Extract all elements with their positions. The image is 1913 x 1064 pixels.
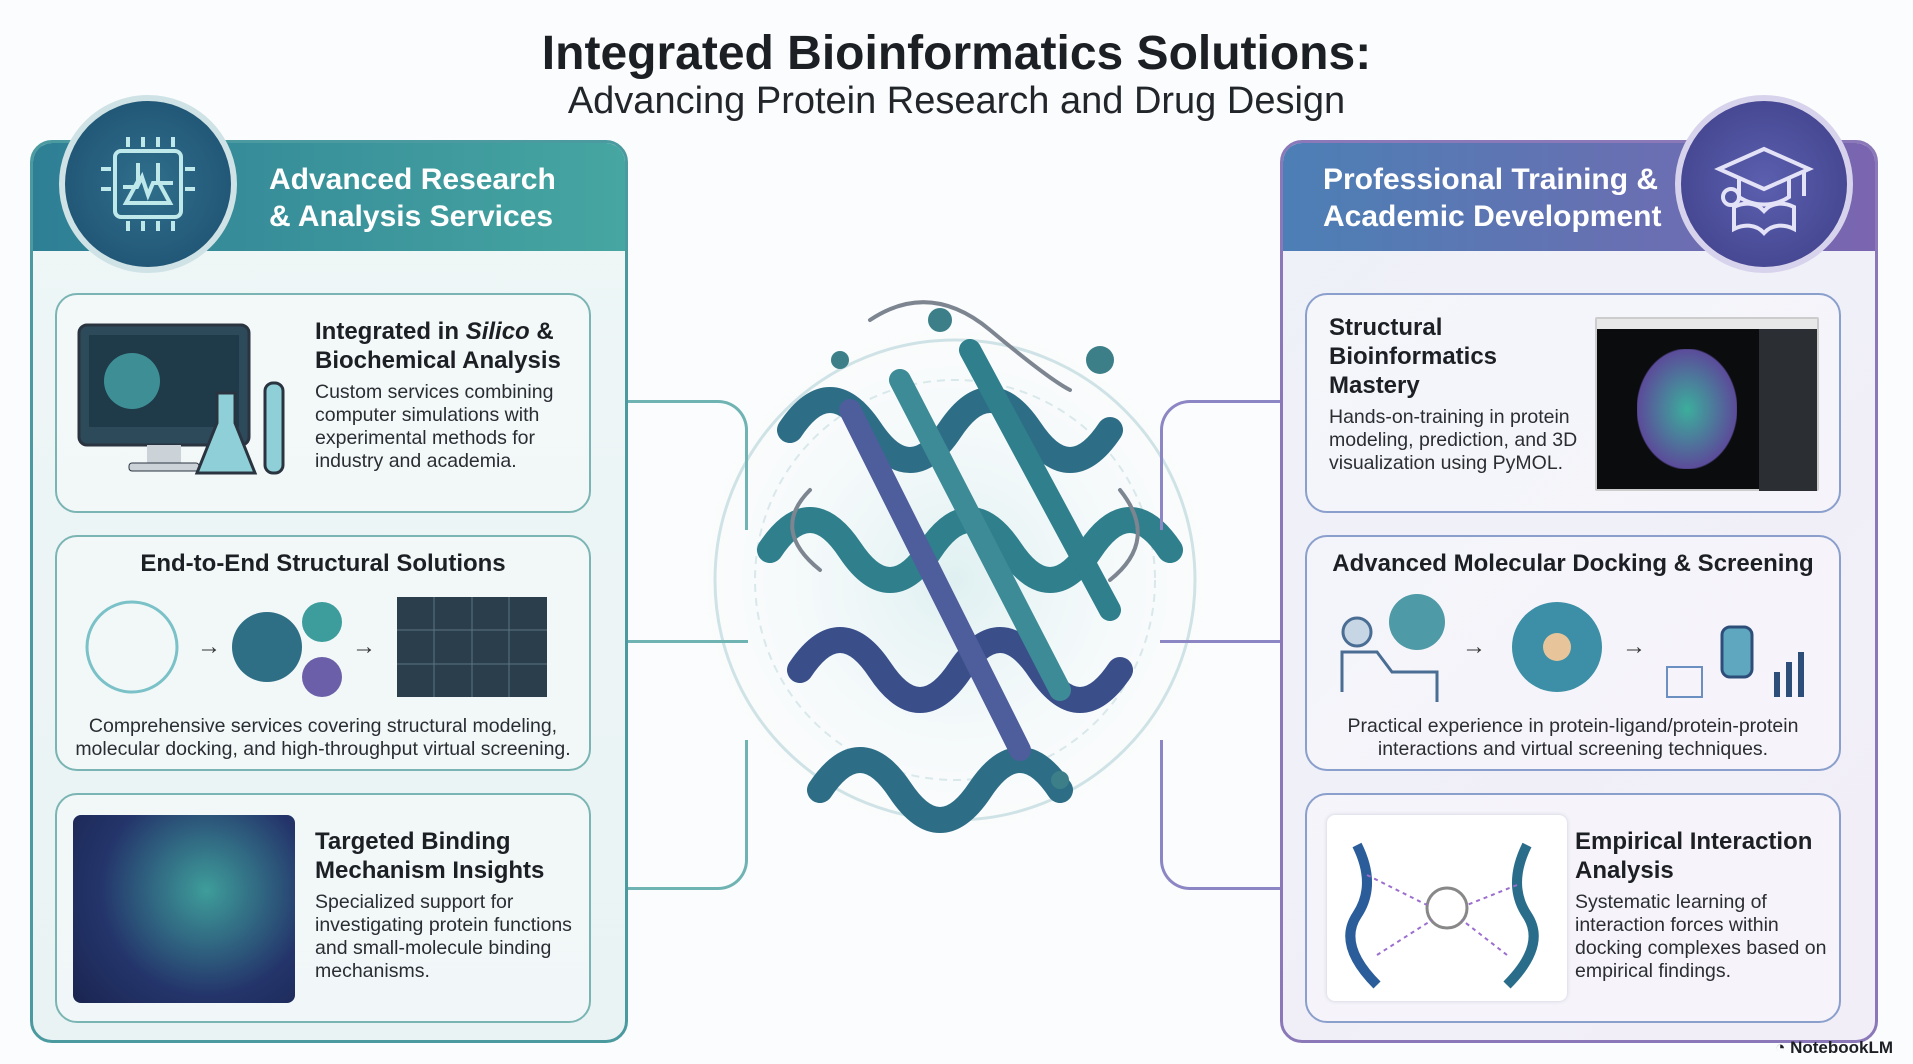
card-description: Comprehensive services covering structur… (75, 715, 571, 760)
computer-lab-icon (77, 323, 285, 475)
panel-header-line: Academic Development (1323, 200, 1662, 233)
card-title: Advanced Molecular Docking & Screening (1332, 550, 1814, 577)
card-title: Empirical Interaction Analysis (1575, 828, 1813, 884)
svg-text:→: → (352, 633, 376, 660)
training-panel: Professional Training & Academic Developm… (1280, 95, 1878, 1043)
card-description: Hands-on-training in protein modeling, p… (1329, 406, 1578, 474)
svg-text:→: → (197, 633, 221, 660)
card-molecular-docking: Advanced Molecular Docking & Screening →… (1305, 535, 1841, 771)
notebooklm-logo: ◔ NotebookLM (1775, 1038, 1893, 1057)
connector-line (628, 400, 748, 530)
interaction-diagram-image (1327, 815, 1567, 1001)
card-interaction-analysis: Empirical Interaction Analysis Systemati… (1305, 793, 1841, 1023)
research-services-panel: Advanced Research & Analysis Services Int… (30, 95, 628, 1043)
workflow-illustration: →→ (85, 597, 547, 697)
card-title: Structural Bioinformatics Mastery (1329, 314, 1498, 399)
card-description: Systematic learning of interaction force… (1575, 891, 1827, 982)
connector-line (628, 740, 748, 890)
card-structural-solutions: End-to-End Structural Solutions →→ Compr… (55, 535, 591, 771)
main-title: Integrated Bioinformatics Solutions: (541, 27, 1372, 80)
pymol-screenshot (1595, 317, 1819, 491)
connector-line (1160, 640, 1280, 740)
card-structural-bioinformatics: Structural Bioinformatics Mastery Hands-… (1305, 293, 1841, 513)
protein-structure-illustration (655, 280, 1255, 880)
svg-text:→: → (1462, 633, 1486, 660)
panel-header-line: Advanced Research (269, 163, 556, 196)
panel-header-line: Professional Training & (1323, 163, 1659, 196)
card-binding-mechanism: Targeted Binding Mechanism Insights Spec… (55, 793, 591, 1023)
card-in-silico-analysis: Integrated in Silico &Biochemical Analys… (55, 293, 591, 513)
connector-line (1160, 740, 1280, 890)
svg-text:→: → (1622, 633, 1646, 660)
subtitle: Advancing Protein Research and Drug Desi… (567, 80, 1346, 122)
notebooklm-icon: ◔ (1775, 1038, 1791, 1057)
card-description: Specialized support for investigating pr… (315, 891, 572, 982)
connector-line (1160, 400, 1280, 530)
card-description: Practical experience in protein-ligand/p… (1347, 715, 1799, 760)
binding-pocket-image (73, 815, 295, 1003)
card-title: Targeted Binding Mechanism Insights (315, 828, 545, 884)
lab-chip-icon (59, 95, 237, 273)
card-title: End-to-End Structural Solutions (140, 550, 506, 577)
panel-header-line: & Analysis Services (269, 200, 554, 233)
docking-workflow-illustration: →→ (1340, 594, 1804, 702)
connector-line (628, 640, 748, 740)
graduation-cap-book-icon (1675, 95, 1853, 273)
card-description: Custom services combining computer simul… (315, 381, 554, 472)
card-title: Integrated in Silico &Biochemical Analys… (315, 318, 561, 374)
